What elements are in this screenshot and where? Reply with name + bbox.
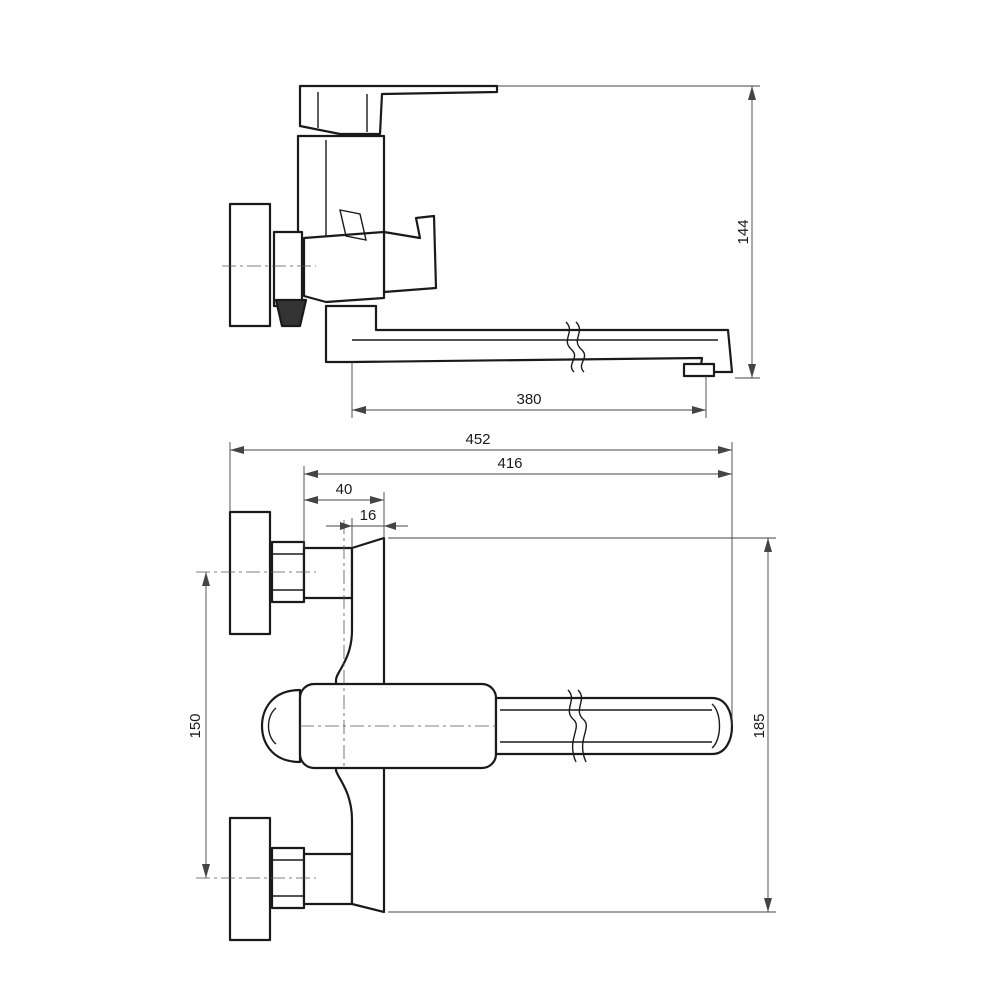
side-view: 144 380 <box>222 84 760 418</box>
spout-width-dimension: 416 <box>303 455 732 548</box>
spout-length-dimension: 380 <box>351 362 707 418</box>
lever-handle <box>298 84 499 136</box>
diverter-knob <box>382 214 438 294</box>
spout-side <box>324 304 734 378</box>
inlet-spacing-dimension: 150 <box>187 572 210 878</box>
dim-label-416: 416 <box>497 455 522 472</box>
handle-nub <box>260 688 302 764</box>
dim-label-40: 40 <box>336 481 353 498</box>
upper-inlet <box>228 510 354 636</box>
dim-label-144: 144 <box>735 219 752 244</box>
dim-label-16: 16 <box>360 507 377 524</box>
dim-label-185: 185 <box>751 713 768 738</box>
front-view: 452 416 40 16 <box>187 431 776 942</box>
overall-width-dimension: 452 <box>229 431 733 726</box>
dim-label-452: 452 <box>465 431 490 448</box>
flange-offset-dimension: 16 <box>326 507 408 548</box>
body-offset-dimension: 40 <box>304 481 385 538</box>
height-dimension: 144 <box>498 85 760 379</box>
mixer-body <box>296 134 386 244</box>
lower-inlet <box>228 816 354 942</box>
eccentric-connector <box>272 230 304 308</box>
dim-label-380: 380 <box>516 391 541 408</box>
dim-label-150: 150 <box>187 713 204 738</box>
flange-height-dimension: 185 <box>388 537 776 913</box>
wall-flange-side <box>228 202 272 328</box>
spout-top <box>494 689 734 763</box>
body-lower <box>302 230 386 304</box>
